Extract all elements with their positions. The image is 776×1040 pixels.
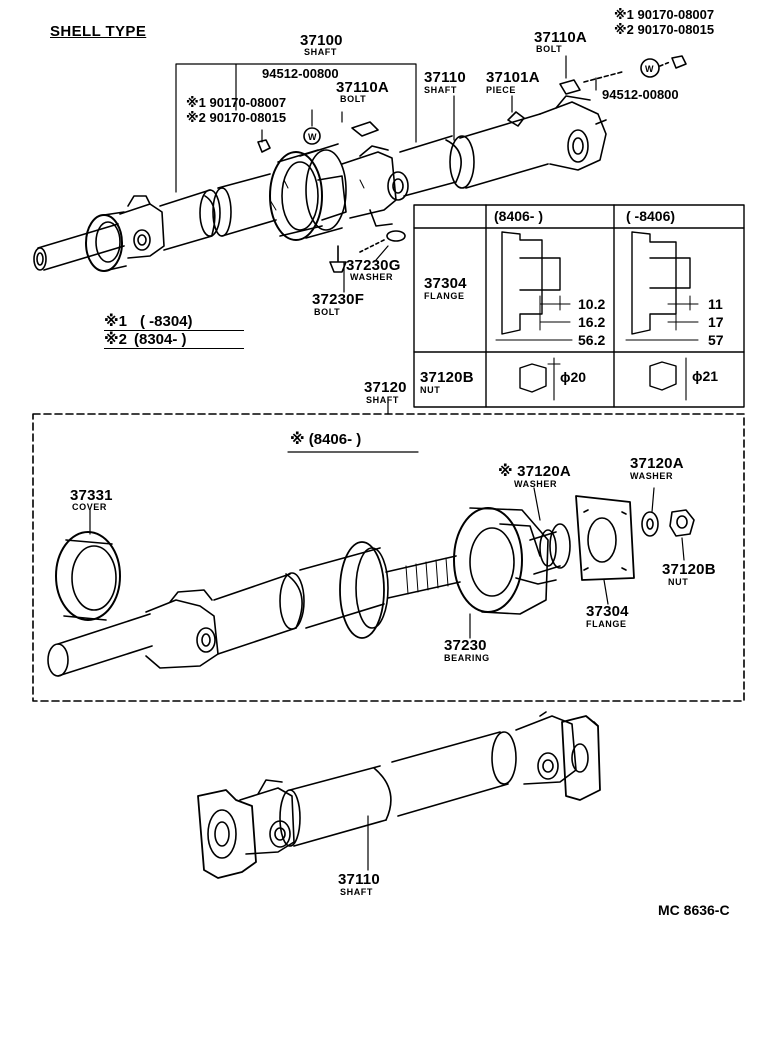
middle-leader-lines [89,487,685,639]
label-37120A-mark-num: ※ 37120A [498,463,571,480]
label-37230F-sub: BOLT [314,307,341,317]
label-37304-mid-sub: FLANGE [586,619,627,629]
label-37230G-sub: WASHER [350,272,394,282]
label-37101A-sub: PIECE [486,85,517,95]
bottom-shaft-assembly [197,711,601,879]
label-37100-num: 37100 [300,32,343,49]
label-37110-top-num: 37110 [424,69,466,86]
dim-a-2: 16.2 [578,314,606,330]
label-37120A-num: 37120A [630,455,684,472]
table-col2-header: ( -8406) [626,208,676,224]
label-right-note-2: ※2 90170-08015 [614,22,715,37]
label-94512-right: 94512-00800 [602,87,679,102]
label-37101A-num: 37101A [486,69,540,86]
dia-a: ϕ20 [560,369,587,385]
dia-b: ϕ21 [692,368,719,384]
top-shaft-assembly [33,55,687,273]
dim-b-1: 11 [708,296,723,312]
label-94512-left: 94512-00800 [262,66,339,81]
legend-mark-1: ※1 [104,313,127,330]
spec-table [413,204,745,408]
legend-underline-1 [104,330,244,331]
dim-b-2: 17 [708,314,724,330]
label-37100-sub: SHAFT [304,47,337,57]
label-left-note-2: ※2 90170-08015 [186,110,287,125]
label-37110A-mid-num: 37110A [336,79,389,96]
label-37230-num: 37230 [444,637,487,654]
label-37110A-top-sub: BOLT [536,44,563,54]
label-37304-mid-num: 37304 [586,603,629,620]
label-right-note-1: ※1 90170-08007 [614,7,715,22]
label-37120-num: 37120 [364,379,407,396]
middle-range-note: ※ (8406- ) [290,431,362,448]
top-leader-lines [175,55,597,293]
label-37230G-num: 37230G [346,257,401,274]
label-37120A-sub: WASHER [630,471,674,481]
table-row1-sub: FLANGE [424,291,465,301]
legend-range-1: ( -8304) [140,313,193,330]
washer-letter-left: W [308,132,317,142]
middle-shaft-assembly [47,495,695,677]
label-left-note-1: ※1 90170-08007 [186,95,287,110]
table-col1-header: (8406- ) [494,208,544,224]
table-row2-num: 37120B [420,369,474,386]
label-37120B-sub: NUT [668,577,689,587]
label-37120B-num: 37120B [662,561,716,578]
label-37110-bottom-sub: SHAFT [340,887,373,897]
label-37110A-top-num: 37110A [534,29,587,46]
label-37110-top-sub: SHAFT [424,85,457,95]
table-row1-num: 37304 [424,275,467,292]
legend-mark-2: ※2 [104,331,127,348]
legend-underline-2 [104,348,244,349]
label-37230-sub: BEARING [444,653,490,663]
table-row2-sub: NUT [420,385,441,395]
dim-b-3: 57 [708,332,724,348]
footer-code: MC 8636-C [658,902,730,918]
legend-range-2: (8304- ) [134,331,187,348]
washer-letter-right: W [645,64,654,74]
label-37120-sub: SHAFT [366,395,399,405]
label-37331-sub: COVER [72,502,108,512]
label-37110-bottom-num: 37110 [338,871,380,888]
dim-a-1: 10.2 [578,296,606,312]
diagram-title: SHELL TYPE [50,23,147,40]
label-37110A-mid-sub: BOLT [340,94,367,104]
label-37331-num: 37331 [70,487,113,504]
label-37230F-num: 37230F [312,291,365,308]
label-37120A-mark-sub: WASHER [514,479,558,489]
dim-a-3: 56.2 [578,332,606,348]
